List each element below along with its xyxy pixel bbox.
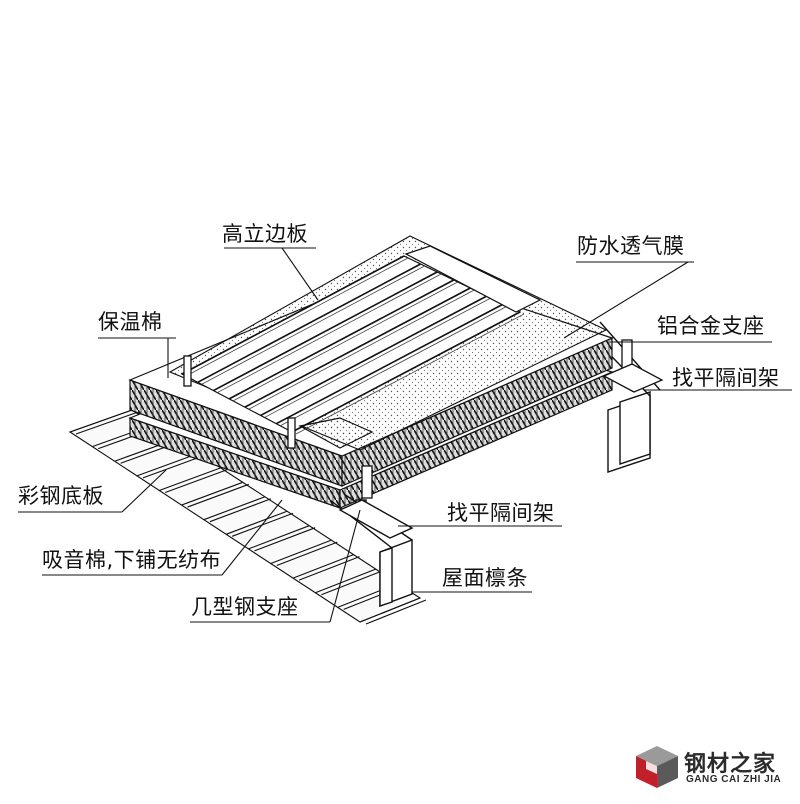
seam-line [213,271,438,392]
seam-line [260,295,488,417]
front-purlin [329,493,414,608]
label-leveling-spacer-lower: 找平隔间架 [447,501,555,525]
seam-edge-line [232,281,458,402]
leader-lines [18,247,792,623]
standing-seam-panel [180,245,542,449]
label-leveling-spacer-upper: 找平隔间架 [672,366,780,390]
brand-logo: 钢材之家 GANG CAI ZHI JIA [634,742,794,792]
seam-line [181,255,405,375]
label-roof-purlin: 屋面檩条 [442,566,528,590]
label-waterproof-membrane: 防水透气膜 [577,234,685,258]
logo-text-en: GANG CAI ZHI JIA [686,774,782,785]
seam-line [275,303,504,425]
seam-edge-line [295,313,525,435]
seam-edge-line [201,265,425,385]
seam-line [244,287,471,408]
label-insulation-cotton: 保温棉 [98,310,163,334]
label-standing-seam-panel: 高立边板 [222,222,308,246]
label-aluminum-bracket: 铝合金支座 [657,314,765,338]
seam-edge-line [185,257,409,377]
seam-line [197,263,421,383]
cube-logo-icon [636,746,678,788]
seam-edge-line [217,273,442,393]
logo-text-cn: 钢材之家 [684,752,777,777]
label-omega-steel-bracket: 几型钢支座 [191,595,299,619]
label-steel-deck: 彩钢底板 [18,484,104,508]
seam-line [291,311,521,433]
seam-line [228,279,455,400]
seam-edge-line [264,297,492,418]
aluminum-brackets [183,339,664,499]
label-sound-absorbing-cotton: 吸音棉,下铺无纺布 [42,548,222,572]
seam-edge-line [280,305,508,427]
seam-edge-line [248,289,475,410]
